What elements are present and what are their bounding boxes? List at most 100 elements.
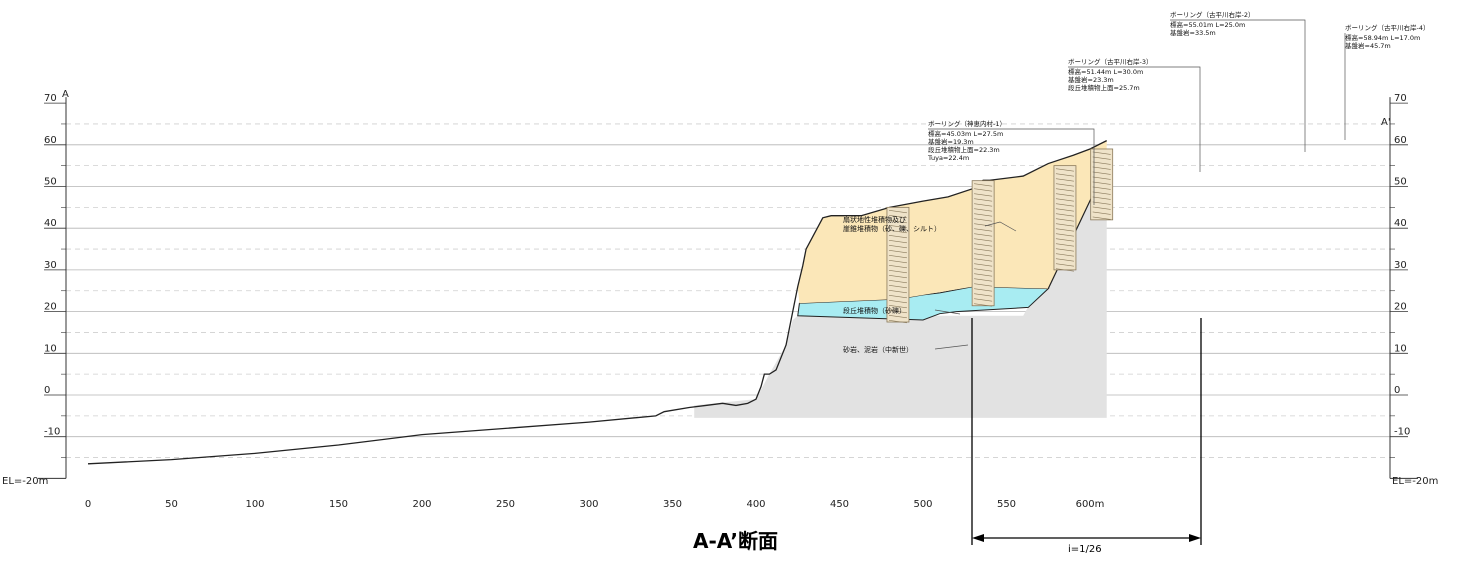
borehole-column-3-hatch (1055, 208, 1074, 212)
borehole-column-1-hatch (888, 270, 907, 274)
borehole-column-1-hatch (888, 295, 907, 299)
elevation-base-label-right: EL=-20m (1392, 476, 1438, 487)
borehole-column-4 (1090, 148, 1114, 221)
y-tick-right-50: 50 (1394, 177, 1407, 188)
borehole-column-2-hatch (974, 198, 993, 202)
borehole-column-1-hatch (888, 220, 907, 224)
y-tick-right--10: -10 (1394, 427, 1410, 438)
borehole-column-3-hatch (1055, 188, 1074, 192)
borehole-leader-3 (1170, 19, 1306, 152)
borehole-column-1-hatch (888, 235, 907, 239)
borehole-note-line-3-1: 標高=55.01m L=25.0m (1170, 20, 1245, 29)
x-tick-350: 350 (663, 499, 682, 510)
borehole-column-4-hatch (1092, 216, 1111, 220)
borehole-column-4-hatch (1092, 171, 1111, 175)
borehole-column-2-hatch (974, 253, 993, 257)
borehole-note-line-2-3: 段丘堆積物上面=25.7m (1068, 83, 1140, 92)
y-tick-left-10: 10 (44, 343, 57, 354)
y-tick-right-20: 20 (1394, 302, 1407, 313)
borehole-column-3-hatch (1055, 263, 1074, 267)
borehole-column-4-hatch (1092, 151, 1111, 155)
geologic-layers (87, 140, 1108, 465)
upper-layer-leader (984, 221, 1017, 232)
borehole-column-1-hatch (888, 245, 907, 249)
borehole-column-2-hatch (974, 263, 993, 267)
borehole-column-1-hatch (888, 250, 907, 254)
y-tick-right-10: 10 (1394, 343, 1407, 354)
borehole-column-3-hatch (1055, 183, 1074, 187)
borehole-column-1-hatch (888, 255, 907, 259)
borehole-column-1-hatch (888, 265, 907, 269)
borehole-column-1-hatch (888, 320, 907, 324)
borehole-leader-1 (928, 128, 1095, 205)
borehole-column-3-hatch (1055, 238, 1074, 242)
right-marker-A-prime: A' (1381, 117, 1391, 128)
borehole-column-3-hatch (1055, 228, 1074, 232)
borehole-column-1-hatch (888, 300, 907, 304)
y-tick-left-0: 0 (44, 385, 50, 396)
borehole-column-2-hatch (974, 203, 993, 207)
layer-label-bedrock: 砂岩、泥岩（中新世） (843, 345, 913, 354)
gradient-label: i=1/26 (1068, 544, 1102, 555)
borehole-column-1-hatch (888, 310, 907, 314)
borehole-note-line-4-1: 標高=58.94m L=17.0m (1345, 33, 1420, 42)
borehole-column-2-hatch (974, 243, 993, 247)
borehole-column-2-hatch (974, 293, 993, 297)
borehole-column-1-hatch (888, 315, 907, 319)
borehole-column-3-hatch (1055, 193, 1074, 197)
x-tick-600m: 600m (1076, 499, 1105, 510)
y-tick-left-40: 40 (44, 218, 57, 229)
borehole-note-line-2-2: 基盤岩=23.3m (1068, 75, 1114, 84)
layer-label-terrace: 段丘堆積物（砂礫） (843, 306, 906, 315)
x-tick-250: 250 (496, 499, 515, 510)
x-tick-400: 400 (746, 499, 765, 510)
y-tick-right-70: 70 (1394, 93, 1407, 104)
borehole-column-2-hatch (974, 303, 993, 307)
borehole-column-4-hatch (1092, 176, 1111, 180)
borehole-note-line-1-3: 段丘堆積物上面=22.3m (928, 145, 1000, 154)
borehole-column-3 (1053, 165, 1077, 271)
borehole-note-title-2: ボーリング（古平川右岸-3） (1068, 57, 1152, 66)
borehole-column-3-hatch (1055, 258, 1074, 262)
borehole-column-3-hatch (1055, 178, 1074, 182)
borehole-column-1-hatch (888, 305, 907, 309)
borehole-column-4-hatch (1092, 191, 1111, 195)
borehole-column-4-hatch (1092, 181, 1111, 185)
borehole-column-4-hatch (1092, 156, 1111, 160)
borehole-column-3-hatch (1055, 223, 1074, 227)
x-tick-500: 500 (913, 499, 932, 510)
borehole-column-2-hatch (974, 273, 993, 277)
borehole-note-line-3-2: 基盤岩=33.5m (1170, 28, 1216, 37)
y-tick-right-30: 30 (1394, 260, 1407, 271)
y-tick-right-40: 40 (1394, 218, 1407, 229)
borehole-note-line-1-1: 標高=45.03m L=27.5m (928, 129, 1003, 138)
borehole-column-1-hatch (888, 280, 907, 284)
borehole-column-3-hatch (1055, 198, 1074, 202)
borehole-column-2-hatch (974, 238, 993, 242)
y-tick-left-70: 70 (44, 93, 57, 104)
borehole-column-4-hatch (1092, 166, 1111, 170)
annotations: ボーリング（神恵内村-1）標高=45.03m L=27.5m基盤岩=19.3m段… (927, 10, 1429, 545)
borehole-column-1-hatch (888, 260, 907, 264)
borehole-note-title-1: ボーリング（神恵内村-1） (928, 119, 1006, 128)
y-tick-right-60: 60 (1394, 135, 1407, 146)
borehole-column-3-hatch (1055, 243, 1074, 247)
y-tick-left-30: 30 (44, 260, 57, 271)
borehole-column-2-hatch (974, 298, 993, 302)
x-tick-100: 100 (245, 499, 264, 510)
borehole-column-2-hatch (974, 228, 993, 232)
elevation-base-label-left: EL=-20m (2, 476, 48, 487)
x-tick-50: 50 (165, 499, 178, 510)
borehole-note-line-2-1: 標高=51.44m L=30.0m (1068, 67, 1143, 76)
borehole-column-3-hatch (1055, 268, 1074, 272)
upper-deposit (797, 140, 1107, 304)
borehole-column-4-hatch (1092, 196, 1111, 200)
borehole-column-2-hatch (974, 268, 993, 272)
borehole-column-2-hatch (974, 283, 993, 287)
x-tick-0: 0 (85, 499, 91, 510)
x-tick-550: 550 (997, 499, 1016, 510)
y-tick-left-50: 50 (44, 177, 57, 188)
left-marker-A: A (62, 89, 69, 100)
borehole-column-1-hatch (888, 230, 907, 234)
